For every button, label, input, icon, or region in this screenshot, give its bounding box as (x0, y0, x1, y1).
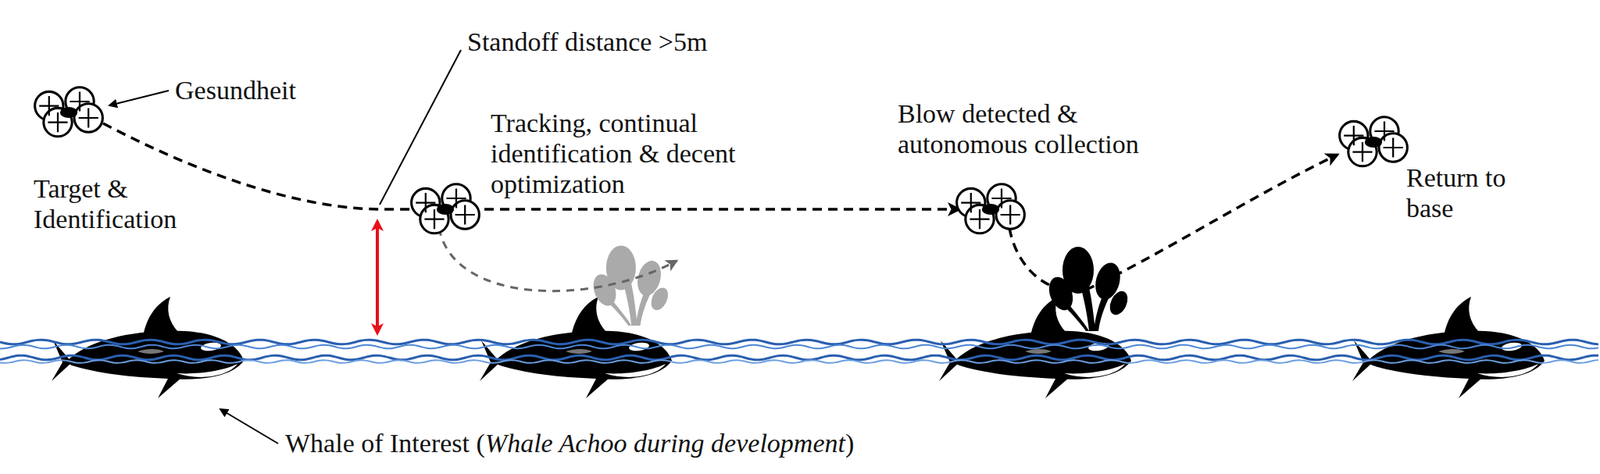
phase-label: Blow detected & autonomous collection (897, 98, 1172, 160)
drone-name: Gesundheit (175, 75, 297, 106)
phase-label: Return to base (1406, 162, 1540, 224)
callout-label: Standoff distance >5m (467, 26, 708, 58)
flight-path (103, 123, 422, 210)
drone (957, 184, 1025, 234)
wave-line (0, 355, 1599, 361)
phase-label: Target & Identification (33, 173, 218, 235)
flight-path (468, 207, 960, 211)
wave-line (0, 345, 1599, 350)
drone (411, 184, 480, 234)
phase-label: Tracking, continual identification & dec… (490, 107, 780, 200)
leader-arrow (109, 90, 169, 106)
wave-line (0, 339, 1599, 345)
subject-label: Whale of Interest (Whale Achoo during de… (285, 428, 854, 459)
leader-line (379, 50, 461, 205)
drone (1339, 117, 1408, 167)
wave-line (0, 360, 1599, 364)
drone (35, 87, 104, 137)
water-surface (0, 339, 1599, 364)
leader-arrow (220, 409, 279, 444)
return-path (1009, 154, 1338, 292)
descent-path (439, 228, 677, 292)
standoff-arrow (375, 221, 379, 333)
